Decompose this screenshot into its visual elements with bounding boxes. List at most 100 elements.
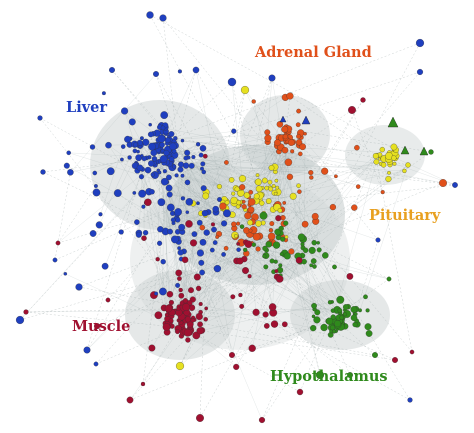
node — [184, 149, 191, 156]
node — [171, 235, 179, 244]
node — [269, 258, 275, 264]
edge — [191, 208, 226, 308]
node — [127, 155, 132, 160]
node — [309, 263, 314, 268]
edge — [285, 155, 376, 224]
node — [296, 388, 304, 396]
node — [177, 276, 182, 281]
node — [148, 344, 156, 352]
node — [310, 258, 317, 264]
edge — [238, 202, 259, 250]
node — [231, 128, 237, 134]
node — [224, 160, 229, 165]
node — [281, 146, 289, 154]
node — [89, 230, 97, 237]
node — [67, 169, 74, 176]
node — [180, 173, 185, 178]
node — [439, 179, 447, 187]
node — [263, 323, 270, 329]
edge — [178, 209, 274, 313]
node — [275, 215, 282, 222]
edge — [312, 250, 361, 311]
edge — [302, 247, 330, 322]
node — [153, 71, 159, 77]
node — [155, 257, 160, 262]
node — [327, 300, 333, 305]
edge — [223, 209, 304, 249]
edge — [231, 317, 342, 356]
edge — [151, 163, 171, 208]
edge — [202, 163, 228, 203]
node — [154, 311, 163, 320]
node — [92, 170, 98, 176]
node — [192, 66, 200, 74]
node — [113, 189, 122, 197]
edge — [189, 258, 245, 304]
node — [212, 240, 218, 245]
edge — [151, 236, 218, 349]
node — [93, 361, 99, 367]
node — [286, 173, 294, 181]
edge — [231, 81, 264, 217]
node — [227, 77, 237, 87]
edge — [162, 17, 181, 170]
edge — [272, 99, 364, 243]
node — [204, 306, 209, 311]
edge — [195, 69, 342, 321]
edge — [267, 138, 321, 376]
node — [168, 156, 175, 162]
node — [178, 161, 184, 168]
node — [365, 330, 373, 337]
node — [270, 320, 279, 328]
edge — [157, 258, 411, 401]
node — [105, 297, 111, 303]
edge — [124, 110, 150, 158]
node — [215, 234, 220, 239]
node — [141, 235, 147, 241]
edge — [201, 272, 396, 361]
node — [238, 175, 247, 183]
edge — [334, 266, 390, 280]
node — [159, 142, 165, 148]
node — [264, 185, 269, 191]
triangle-node — [387, 116, 399, 128]
edge — [158, 139, 171, 295]
node — [380, 162, 387, 168]
node — [428, 149, 434, 155]
node — [106, 167, 115, 176]
node — [265, 241, 273, 248]
edge — [204, 213, 253, 243]
node — [168, 318, 174, 324]
edge — [147, 168, 203, 203]
node — [262, 254, 267, 259]
node — [148, 160, 155, 167]
edge — [250, 209, 390, 280]
node — [392, 161, 397, 166]
node — [105, 141, 112, 149]
edge — [57, 185, 97, 244]
node — [416, 68, 424, 76]
node — [333, 320, 342, 328]
edge — [142, 177, 170, 385]
edge — [19, 162, 165, 321]
edge — [155, 73, 228, 203]
edge — [156, 162, 358, 325]
node — [354, 144, 360, 151]
edge — [173, 192, 241, 221]
edge — [200, 213, 215, 230]
node — [350, 306, 358, 313]
node — [390, 143, 398, 151]
node — [452, 182, 458, 188]
edge — [280, 275, 342, 321]
node — [259, 211, 268, 220]
triangle-node — [301, 115, 311, 125]
node — [350, 314, 358, 322]
edge — [54, 172, 71, 261]
node — [118, 229, 124, 235]
node — [288, 248, 295, 255]
node — [264, 129, 271, 136]
edge — [170, 89, 246, 316]
node — [308, 246, 316, 254]
node — [316, 241, 320, 245]
node — [244, 212, 252, 220]
